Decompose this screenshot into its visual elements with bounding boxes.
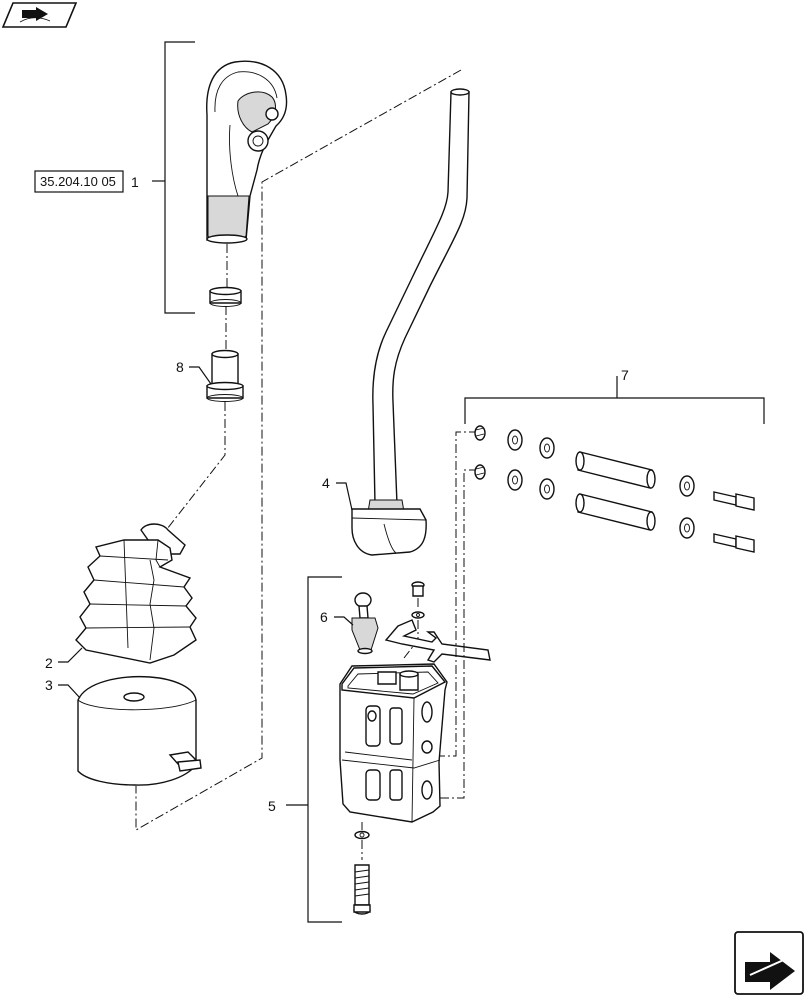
bracket-item-1 — [164, 41, 195, 314]
rubber-bellows-boot — [75, 523, 197, 664]
callout-3: 3 — [45, 677, 53, 693]
fastener-row-1 — [474, 425, 755, 511]
callout-4: 4 — [322, 475, 330, 491]
base-housing — [77, 675, 202, 786]
bracket-item-5 — [307, 576, 342, 923]
fastener-row-2 — [474, 464, 755, 553]
callout-5: 5 — [268, 798, 276, 814]
spring-plate — [384, 619, 491, 663]
callout-6: 6 — [320, 609, 328, 625]
bottom-screw — [353, 830, 371, 915]
valve-housing — [339, 663, 448, 823]
top-screw — [411, 581, 425, 619]
bracket-item-7 — [464, 397, 765, 424]
book-arrow-icon[interactable] — [1, 2, 78, 28]
reference-box[interactable]: 35.204.10 05 — [34, 170, 124, 193]
joystick-grip — [206, 60, 288, 244]
ball-pin — [351, 592, 379, 655]
callout-7: 7 — [621, 367, 629, 383]
callout-1: 1 — [131, 174, 139, 190]
reference-box-text: 35.204.10 05 — [40, 174, 116, 189]
adapter-sleeve — [206, 349, 244, 402]
callout-8: 8 — [176, 359, 184, 375]
next-page-arrow-icon[interactable] — [734, 931, 804, 995]
callout-2: 2 — [45, 655, 53, 671]
lever-rod — [351, 88, 470, 556]
spacer-ring — [209, 286, 242, 307]
